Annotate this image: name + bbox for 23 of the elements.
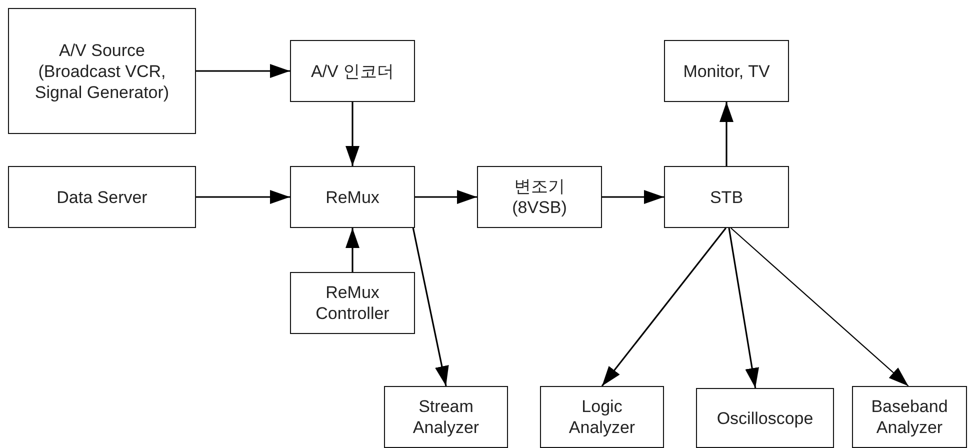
process-box: STB: [664, 166, 789, 228]
process-box: Oscilloscope: [696, 388, 834, 448]
process-box: Baseband Analyzer: [852, 386, 967, 448]
process-box: Data Server: [8, 166, 196, 228]
arrow: [346, 102, 360, 166]
arrow: [196, 64, 290, 78]
process-box: A/V 인코더: [290, 40, 415, 102]
arrow: [412, 228, 449, 386]
arrow: [346, 228, 360, 272]
arrow: [728, 228, 759, 388]
process-box: Logic Analyzer: [540, 386, 664, 448]
arrow: [415, 190, 477, 204]
process-box: Stream Analyzer: [384, 386, 508, 448]
arrow: [196, 190, 290, 204]
process-box: Monitor, TV: [664, 40, 789, 102]
arrow: [601, 228, 726, 386]
process-box: A/V Source (Broadcast VCR, Signal Generator): [8, 8, 196, 134]
arrow: [720, 102, 734, 166]
process-box: ReMux: [290, 166, 415, 228]
arrow: [730, 228, 909, 386]
process-box: ReMux Controller: [290, 272, 415, 334]
process-box: 변조기 (8VSB): [477, 166, 602, 228]
arrow: [602, 190, 664, 204]
